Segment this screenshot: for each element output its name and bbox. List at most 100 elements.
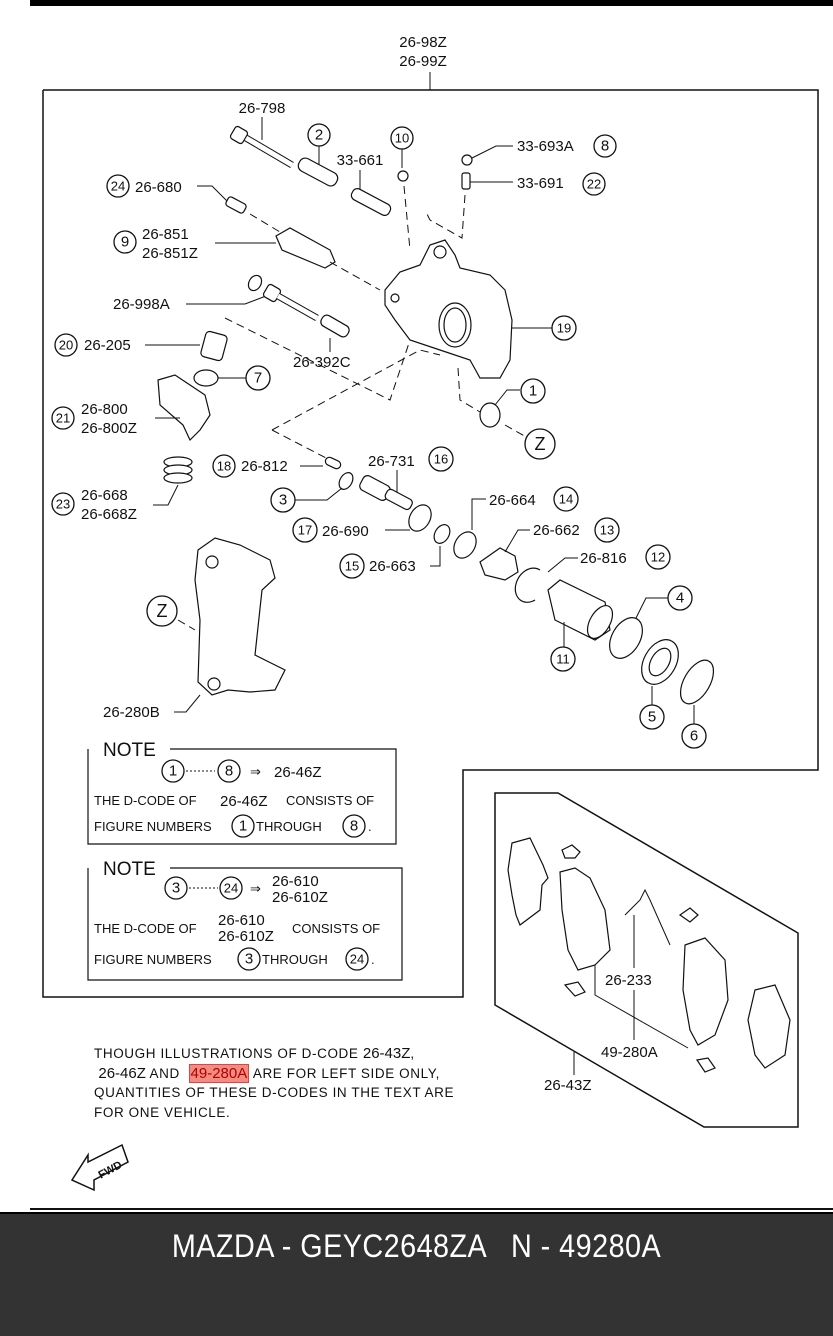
disclaimer-text-2: ARE FOR LEFT SIDE ONLY, QUANTITIES OF TH… [94, 1065, 455, 1120]
note-2-title: NOTE [103, 859, 156, 880]
note-2-range-from-text: 3 [172, 880, 180, 897]
brake-pad-outer-part [682, 937, 729, 1046]
brake-pad-kit-parts [507, 837, 791, 1073]
note-2-to-circle-text: 24 [350, 952, 364, 967]
figure-number-23 [51, 492, 75, 516]
pin-part [324, 456, 342, 470]
adjuster-part [479, 547, 519, 581]
note-2-from-circle [237, 947, 261, 971]
figure-number-z-right-text: Z [535, 434, 546, 454]
note-1-range-from-text: 1 [169, 763, 177, 780]
figure-number-4-text: 4 [676, 590, 684, 607]
figure-number-16 [428, 446, 454, 472]
nut-part [433, 524, 451, 544]
highlighted-part-number: 49-280A [188, 1063, 250, 1083]
figure-number-7-text: 7 [254, 370, 262, 387]
caliper-body-part [384, 239, 513, 379]
dashed-guide [224, 317, 411, 401]
clip-part [561, 844, 581, 859]
figure-number-13 [594, 517, 620, 543]
label-26-731: 26-731 [368, 453, 415, 470]
clip-part-2 [563, 981, 586, 997]
figure-number-9-text: 9 [121, 234, 129, 251]
dashed-guide [403, 185, 411, 251]
note-2-period: . [371, 952, 375, 967]
leader-line [153, 484, 179, 506]
figure-number-11-text: 11 [556, 652, 570, 667]
spring-part [163, 456, 193, 484]
figure-number-6 [681, 723, 707, 749]
leader-line [547, 557, 578, 573]
seal-part [193, 369, 219, 387]
figure-number-5-text: 5 [648, 709, 656, 726]
figure-number-9 [113, 230, 137, 254]
disclaimer-code-26-46Z: 26-46Z [98, 1064, 146, 1082]
leader-line [471, 498, 486, 530]
disclaimer-text-1: THOUGH ILLUSTRATIONS OF D-CODE [94, 1046, 359, 1061]
label-26-690: 26-690 [322, 523, 369, 540]
label-26-233: 26-233 [605, 972, 652, 989]
clip-part-3 [678, 907, 699, 923]
figure-number-23-text: 23 [56, 497, 70, 512]
label-33-661: 33-661 [337, 152, 384, 169]
figure-number-4 [667, 585, 693, 611]
note-1-line1-suffix: CONSISTS OF [286, 793, 374, 808]
figure-number-5 [639, 704, 665, 730]
note-2-from-circle-text: 3 [245, 951, 253, 968]
label-26-851Z: 26-851Z [142, 245, 198, 262]
note-2-arrow: ⇒ [250, 881, 261, 896]
leader-line [186, 295, 267, 305]
figure-number-8-text: 8 [601, 138, 609, 155]
figure-number-19 [551, 315, 577, 341]
guide-bolt-2-part [262, 283, 319, 322]
sleeve-part [297, 157, 339, 187]
disclaimer-note: THOUGH ILLUSTRATIONS OF D-CODE 26-43Z, 2… [94, 1044, 474, 1122]
figure-number-6-text: 6 [690, 728, 698, 745]
note-1-to-circle [342, 814, 366, 838]
label-26-280B: 26-280B [103, 704, 160, 721]
figure-number-13-text: 13 [600, 523, 614, 538]
figure-number-18-text: 18 [217, 459, 231, 474]
spindle-part [359, 475, 413, 511]
disclaimer-code-26-43Z: 26-43Z [362, 1045, 411, 1062]
bleeder-cap-part [461, 154, 473, 166]
shim-right-part [747, 984, 791, 1069]
dashed-guide [249, 213, 281, 233]
note-1-line2-mid: THROUGH [256, 819, 322, 834]
leader-line [295, 487, 343, 501]
figure-number-17 [292, 517, 318, 543]
note-1-from-circle [231, 814, 255, 838]
forward-direction-icon: FWD [70, 1143, 129, 1192]
label-26-392C: 26-392C [293, 354, 351, 371]
note-2-range-to-text: 24 [224, 881, 238, 896]
label-33-691: 33-691 [517, 175, 564, 192]
figure-number-7 [245, 365, 271, 391]
leader-line [504, 529, 530, 553]
figure-number-22 [582, 172, 606, 196]
figure-number-1-text: 1 [529, 383, 537, 400]
note-2-code-b: 26-610Z [272, 889, 328, 906]
figure-number-21 [51, 406, 75, 430]
boot-part [350, 188, 392, 216]
label-26-798: 26-798 [239, 100, 286, 117]
figure-number-8 [593, 134, 617, 158]
label-26-812: 26-812 [241, 458, 288, 475]
exploded-parts-diagram: 26-98Z 26-99Z 26-798 2 33-661 10 33-693A… [30, 34, 833, 1210]
label-49-280A: 49-280A [601, 1044, 658, 1061]
operating-lever-part [157, 374, 211, 442]
label-26-668Z: 26-668Z [81, 506, 137, 523]
figure-number-z-left [146, 595, 178, 627]
caliper-assembly-border [42, 89, 819, 998]
label-26-668: 26-668 [81, 487, 128, 504]
figure-number-24-text: 24 [111, 179, 125, 194]
dashed-guide [457, 367, 481, 413]
washer-part [247, 274, 263, 292]
figure-number-z-right [524, 428, 556, 460]
guide-bolt-part [229, 125, 294, 169]
note-1-line1-prefix: THE D-CODE OF [94, 793, 197, 808]
figure-number-11 [550, 646, 576, 672]
bleeder-screw-part [461, 172, 471, 190]
note-2-line1-prefix: THE D-CODE OF [94, 921, 197, 936]
note-2-line2-mid: THROUGH [262, 952, 328, 967]
o-ring-part [338, 472, 354, 490]
